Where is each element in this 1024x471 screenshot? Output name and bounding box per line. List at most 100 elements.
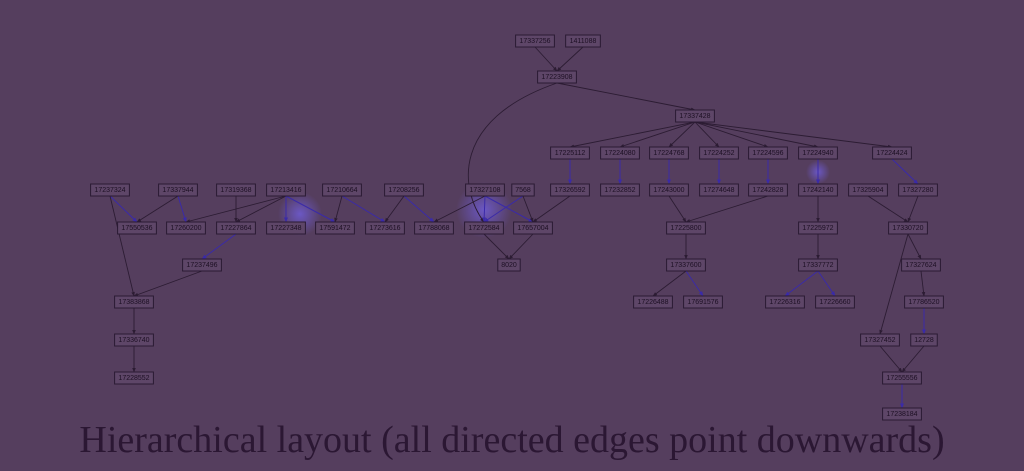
node-label: 17210664: [326, 187, 357, 194]
node-17260200[interactable]: 17260200: [166, 221, 206, 235]
node-17208256[interactable]: 17208256: [384, 183, 424, 197]
node-17255556[interactable]: 17255556: [882, 371, 922, 385]
node-label: 17224424: [876, 150, 907, 157]
edge-17327280-17330720: [907, 195, 919, 223]
node-17327624[interactable]: 17327624: [901, 258, 941, 272]
node-17691576[interactable]: 17691576: [683, 295, 723, 309]
node-17550536[interactable]: 17550536: [117, 221, 157, 235]
node-17325904[interactable]: 17325904: [848, 183, 888, 197]
node-17238184[interactable]: 17238184: [882, 407, 922, 421]
node-17383868[interactable]: 17383868: [114, 295, 154, 309]
edge-17272584-8020: [483, 233, 510, 260]
node-label: 1411088: [570, 38, 597, 45]
node-17226316[interactable]: 17226316: [765, 295, 805, 309]
node-17228552[interactable]: 17228552: [114, 371, 154, 385]
node-7568[interactable]: 7568: [511, 183, 535, 197]
node-17657004[interactable]: 17657004: [513, 221, 553, 235]
node-17330720[interactable]: 17330720: [888, 221, 928, 235]
node-12728[interactable]: 12728: [910, 333, 938, 347]
node-1411088[interactable]: 1411088: [565, 34, 601, 48]
node-box: [683, 295, 723, 309]
node-box: [464, 221, 504, 235]
node-box: [266, 221, 306, 235]
node-17319368[interactable]: 17319368: [216, 183, 256, 197]
node-17227348[interactable]: 17227348: [266, 221, 306, 235]
node-17224768[interactable]: 17224768: [649, 146, 689, 160]
node-box: [675, 109, 715, 123]
node-17786520[interactable]: 17786520: [904, 295, 944, 309]
node-17242828[interactable]: 17242828: [748, 183, 788, 197]
edge-17337944-17260200: [177, 195, 187, 223]
node-label: 17228552: [118, 375, 149, 382]
node-box: [860, 333, 900, 347]
node-17213416[interactable]: 17213416: [266, 183, 306, 197]
node-17226660[interactable]: 17226660: [815, 295, 855, 309]
edge-17330720-17327452: [879, 233, 909, 335]
node-box: [550, 183, 590, 197]
edge-7568-17657004: [522, 195, 534, 223]
node-8020[interactable]: 8020: [497, 258, 521, 272]
node-17226488[interactable]: 17226488: [633, 295, 673, 309]
node-17242140[interactable]: 17242140: [798, 183, 838, 197]
edge-12728-17255556: [901, 345, 925, 373]
edge-17337944-17550536: [136, 195, 179, 223]
node-17337600[interactable]: 17337600: [666, 258, 706, 272]
edge-17237324-17550536: [109, 195, 138, 223]
node-label: 17788068: [418, 225, 449, 232]
node-label: 17225800: [670, 225, 701, 232]
node-17224252[interactable]: 17224252: [699, 146, 739, 160]
node-17788068[interactable]: 17788068: [414, 221, 454, 235]
node-label: 17337944: [162, 187, 193, 194]
node-17327280[interactable]: 17327280: [898, 183, 938, 197]
node-17224596[interactable]: 17224596: [748, 146, 788, 160]
node-box: [513, 221, 553, 235]
node-17225972[interactable]: 17225972: [798, 221, 838, 235]
node-17227864[interactable]: 17227864: [216, 221, 256, 235]
node-17237324[interactable]: 17237324: [90, 183, 130, 197]
node-17337428[interactable]: 17337428: [675, 109, 715, 123]
node-17327452[interactable]: 17327452: [860, 333, 900, 347]
node-17225112[interactable]: 17225112: [550, 146, 590, 160]
node-17224080[interactable]: 17224080: [600, 146, 640, 160]
node-label: 17226488: [637, 299, 668, 306]
node-box: [649, 183, 689, 197]
node-17243000[interactable]: 17243000: [649, 183, 689, 197]
node-17337772[interactable]: 17337772: [798, 258, 838, 272]
node-label: 17327108: [469, 187, 500, 194]
node-label: 17237324: [94, 187, 125, 194]
node-label: 17327624: [905, 262, 936, 269]
node-17272584[interactable]: 17272584: [464, 221, 504, 235]
node-17274648[interactable]: 17274648: [699, 183, 739, 197]
node-layer: 17337256 1411088 17223908 17337428 17225112 1…: [90, 34, 944, 421]
node-17326592[interactable]: 17326592: [550, 183, 590, 197]
edge-17657004-8020: [508, 233, 534, 260]
node-17337944[interactable]: 17337944: [158, 183, 198, 197]
node-17591472[interactable]: 17591472: [315, 221, 355, 235]
node-17232852[interactable]: 17232852: [600, 183, 640, 197]
node-box: [114, 295, 154, 309]
node-label: 17238184: [886, 411, 917, 418]
edge-17337256-17223908: [534, 46, 558, 72]
node-17224424[interactable]: 17224424: [872, 146, 912, 160]
node-box: [798, 146, 838, 160]
edge-17327108-17272584: [482, 195, 487, 223]
node-17224940[interactable]: 17224940: [798, 146, 838, 160]
node-label: 17273616: [369, 225, 400, 232]
node-box: [882, 407, 922, 421]
node-17225800[interactable]: 17225800: [666, 221, 706, 235]
edge-17337428-17225112: [569, 121, 696, 148]
node-box: [748, 183, 788, 197]
node-17223908[interactable]: 17223908: [537, 70, 577, 84]
node-label: 17242828: [752, 187, 783, 194]
node-box: [515, 34, 555, 48]
node-17210664[interactable]: 17210664: [322, 183, 362, 197]
node-17273616[interactable]: 17273616: [365, 221, 405, 235]
edge-7568-17272584: [483, 195, 524, 223]
node-17337256[interactable]: 17337256: [515, 34, 555, 48]
node-17327108[interactable]: 17327108: [465, 183, 505, 197]
node-box: [904, 295, 944, 309]
node-box: [765, 295, 805, 309]
node-box: [315, 221, 355, 235]
node-17336740[interactable]: 17336740: [114, 333, 154, 347]
node-17237496[interactable]: 17237496: [182, 258, 222, 272]
